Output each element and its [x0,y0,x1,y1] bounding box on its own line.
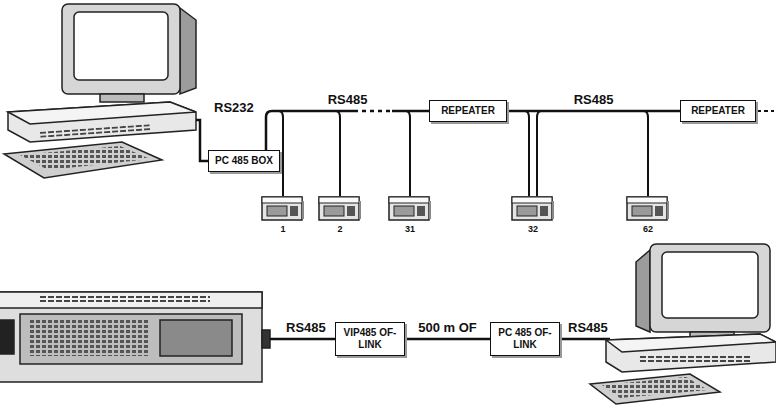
interface-box: REPEATER [429,100,507,122]
signal-label: RS485 [284,320,328,335]
device-unit: 32 [511,196,555,234]
computer-icon [4,4,196,178]
device-icon [318,196,362,222]
device-icon [626,196,670,222]
signal-label: RS485 [566,320,610,335]
device-unit: 2 [318,196,362,234]
edge-label: RS485 [572,92,616,107]
box-label: VIP485 OF-LINK [344,327,397,350]
device-number: 1 [261,224,305,234]
box-label: REPEATER [441,105,495,116]
bus-continuation [757,110,774,112]
bus-connector [266,111,429,150]
device-unit: 1 [261,196,305,234]
device-icon [388,196,432,222]
device-number: 32 [511,224,555,234]
bus-connector [507,111,680,112]
interface-box: PC 485 OF-LINK [490,322,560,356]
device-number: 2 [318,224,362,234]
meter-device [0,292,270,382]
box-label: REPEATER [691,105,745,116]
device-unit: 31 [388,196,432,234]
interface-box: VIP485 OF-LINK [335,322,405,356]
interface-box: PC 485 BOX [208,150,280,172]
edge-label: RS485 [326,92,370,107]
rs485-cable [560,338,610,341]
box-label: PC 485 OF-LINK [498,327,551,350]
bus-connector [405,339,490,340]
rs232-cable [196,120,208,161]
bus-drops [279,111,648,196]
interface-box: REPEATER [680,100,756,122]
device-unit: 62 [626,196,670,234]
edge-label: 500 m OF [416,320,479,335]
computer-icon [590,244,776,404]
device-icon [511,196,555,222]
rs485-cable [270,338,336,341]
signal-label: RS232 [212,100,256,115]
device-number: 31 [388,224,432,234]
device-number: 62 [626,224,670,234]
box-label: PC 485 BOX [215,155,273,166]
device-icon [261,196,305,222]
